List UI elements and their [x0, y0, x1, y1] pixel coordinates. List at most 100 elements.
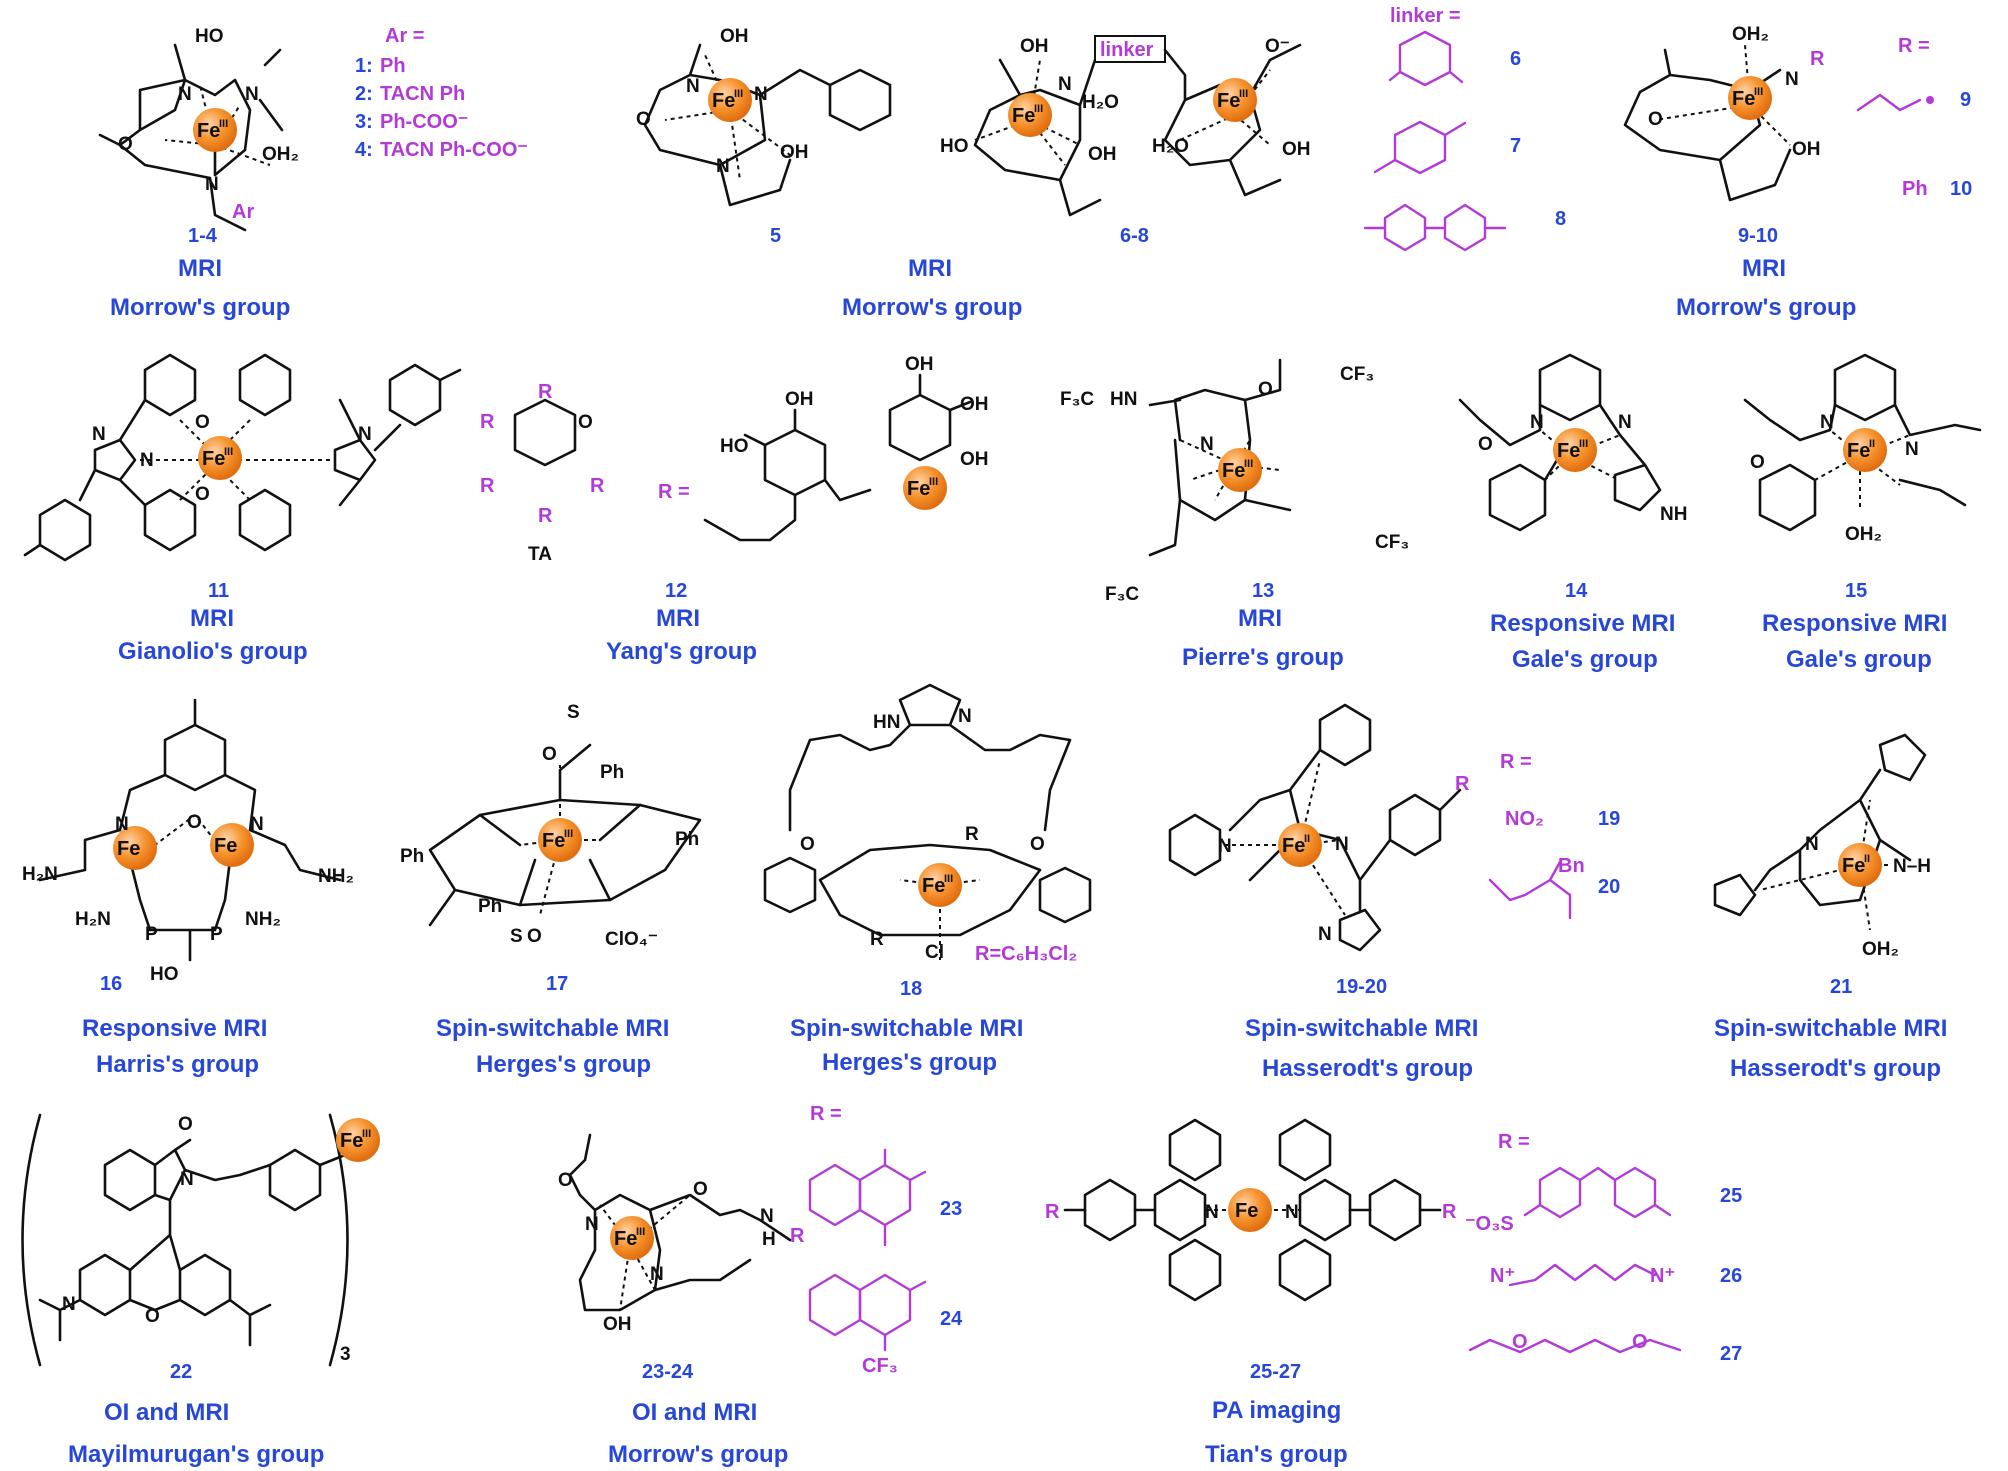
amide-label: NH₂ — [318, 866, 354, 887]
group-name: Gale's group — [1786, 646, 1932, 673]
compound-16-structure: Fe Fe N N O H₂N H₂N NH₂ NH₂ HO P P — [22, 698, 354, 985]
hydroxyl-label: HO — [940, 136, 969, 157]
phenyl-label: Ph — [478, 896, 502, 917]
iron-center — [1553, 428, 1597, 472]
iron-label: Fe — [614, 1228, 637, 1250]
iron-center — [198, 436, 242, 480]
r-name: CF₃ — [862, 1355, 898, 1377]
iron-label: Fe — [1732, 88, 1755, 110]
sulfur-label: S — [510, 926, 523, 947]
group-name: Hasserodt's group — [1262, 1055, 1473, 1082]
group-name: Herges's group — [822, 1049, 997, 1076]
nitrogen-label: N — [1805, 834, 1819, 855]
group-name: Pierre's group — [1182, 644, 1344, 671]
amine-label: N — [205, 174, 219, 195]
hydrazone-nitrogen-label: N — [180, 1169, 194, 1190]
linker-legend: linker = 6 7 8 — [1363, 5, 1566, 252]
hydroxyl-label: OH — [1792, 139, 1821, 160]
r-header: R = — [1898, 35, 1930, 57]
linker-box-label: linker — [1100, 39, 1154, 61]
phenyl-label: Ph — [400, 846, 424, 867]
nitrogen-label: N — [1530, 412, 1544, 433]
oxygen-label: O — [1030, 834, 1045, 855]
ar-number: 1: — [355, 55, 373, 77]
imaging-use: PA imaging — [1212, 1397, 1341, 1424]
iron-label: Fe — [202, 448, 225, 470]
iron-center — [1213, 78, 1257, 122]
r-name: O — [1632, 1331, 1648, 1353]
hydroxyl-label: OH — [720, 26, 749, 47]
r-number: 25 — [1720, 1185, 1742, 1207]
compound-13-structure: Fe III F₃C HN O N CF₃ CF₃ F₃C — [1060, 358, 1409, 605]
ar-number: 3: — [355, 111, 373, 133]
nitrogen-label: N — [92, 424, 106, 445]
hydroxyl-label: OH — [1020, 36, 1049, 57]
compound-number: 13 — [1252, 580, 1274, 602]
group-name: Hasserodt's group — [1730, 1055, 1941, 1082]
iron-label: Fe — [907, 478, 930, 500]
r-legend-19-20: R = NO₂ 19 Bn 20 — [1488, 751, 1620, 920]
amide-label: HN — [1110, 389, 1137, 410]
imaging-use: MRI — [656, 605, 700, 632]
amine-label: N — [178, 84, 192, 105]
carbonyl-oxygen-label: O — [178, 1114, 193, 1135]
oxygen-label: O — [195, 484, 210, 505]
oxygen-label: O — [195, 412, 210, 433]
r-group-label: R — [1810, 48, 1825, 70]
compound-14-structure: Fe III O N N NH — [1458, 353, 1687, 532]
nitrogen-label: N — [1820, 412, 1834, 433]
group-name: Morrow's group — [608, 1441, 788, 1468]
oxygen-label: O — [1750, 452, 1765, 473]
iron-label: Fe — [340, 1130, 363, 1152]
compound-19-20-structure: Fe II N N N R — [1168, 703, 1470, 952]
group-name: Morrow's group — [110, 294, 290, 321]
hydroxyl-label: OH — [1282, 139, 1311, 160]
compound-9-10-structure: Fe III OH₂ O N R OH — [1623, 24, 1825, 202]
iron-label: Fe — [1235, 1200, 1258, 1222]
imaging-use: MRI — [178, 255, 222, 282]
ether-label: O — [1648, 109, 1663, 130]
nitrogen-label: N — [358, 424, 372, 445]
ar-name: TACN Ph — [380, 83, 465, 105]
hydroxyl-label: OH — [1088, 144, 1117, 165]
r-label: R — [1455, 773, 1470, 795]
amide-label: NH₂ — [245, 909, 281, 930]
r-label: R — [538, 381, 553, 403]
imidazole-nh-label: NH — [1660, 504, 1687, 525]
hydroxyl-label: HO — [150, 964, 179, 985]
hydroxyl-label: OH — [960, 394, 989, 415]
sulfur-label: S — [567, 702, 580, 723]
nitrogen-label: N — [115, 814, 129, 835]
r-number: 24 — [940, 1308, 963, 1330]
nitrogen-label: N — [1285, 1202, 1299, 1223]
r-name: Bn — [1558, 855, 1585, 877]
r-label: R — [480, 475, 495, 497]
linker-number: 7 — [1510, 135, 1521, 157]
iron-center — [1728, 76, 1772, 120]
iron-oxidation: III — [1754, 86, 1763, 98]
ar-number: 2: — [355, 83, 373, 105]
hydroxyl-label: OH — [905, 354, 934, 375]
amine-label: N — [585, 1214, 599, 1235]
iron-oxidation: III — [636, 1226, 645, 1238]
repeat-subscript: 3 — [340, 1344, 351, 1365]
r-legend-23-24: R = 23 CF₃ 24 — [808, 1103, 963, 1377]
iron-center — [918, 863, 962, 907]
r-number: 27 — [1720, 1343, 1742, 1365]
ar-number: 4: — [355, 139, 373, 161]
iron-label: Fe — [1012, 105, 1035, 127]
perchlorate-label: ClO₄⁻ — [605, 929, 658, 950]
r-label: R — [590, 475, 605, 497]
compound-22-structure: O N N O Fe III 3 — [21, 1113, 380, 1367]
r-label: R — [790, 1225, 805, 1247]
nitrogen-label: N — [1335, 834, 1349, 855]
compound-12-structure: R R R R R O TA R = OH HO OH OH OH Fe III — [480, 354, 989, 565]
hydroxyl-label: HO — [195, 26, 224, 47]
group-name: Tian's group — [1205, 1441, 1348, 1468]
ar-name: TACN Ph-COO⁻ — [380, 139, 528, 161]
imaging-use: OI and MRI — [632, 1399, 757, 1426]
ether-label: O — [118, 134, 133, 155]
compound-11-structure: Fe III N N N O O — [23, 353, 462, 562]
amine-label: N — [62, 1294, 76, 1315]
r-name: O — [1512, 1331, 1528, 1353]
